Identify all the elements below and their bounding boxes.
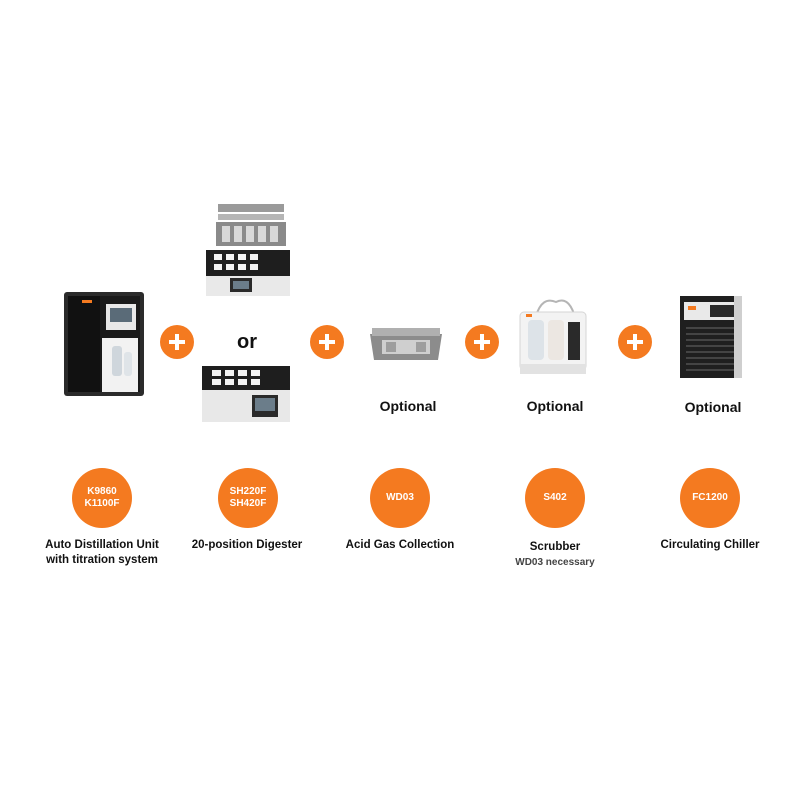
optional-label-fc1200: Optional	[684, 399, 742, 415]
plus-icon	[465, 325, 499, 359]
model-badge-distillation: K9860 K1100F	[72, 468, 132, 528]
caption-acid-gas: Acid Gas Collection	[330, 538, 470, 553]
chiller-image	[676, 292, 746, 382]
model-badge-chiller: FC1200	[680, 468, 740, 528]
caption-line: Auto Distillation Unit	[45, 539, 159, 551]
caption-distillation: Auto Distillation Unit with titration sy…	[20, 538, 184, 568]
model-code: S402	[543, 492, 567, 503]
distillation-unit-image	[62, 290, 148, 400]
model-badge-scrubber: S402	[525, 468, 585, 528]
model-code: FC1200	[692, 492, 728, 503]
caption-line: with titration system	[46, 554, 158, 566]
caption-line: Scrubber	[529, 541, 581, 553]
model-badge-acid-gas: WD03	[370, 468, 430, 528]
caption-note: WD03 necessary	[515, 557, 595, 568]
model-code: K9860	[87, 486, 117, 497]
plus-icon	[160, 325, 194, 359]
model-code: K1100F	[84, 498, 120, 509]
plus-icon	[618, 325, 652, 359]
optional-label-wd03: Optional	[379, 398, 437, 414]
model-code: WD03	[386, 492, 414, 503]
scrubber-image	[512, 292, 592, 380]
plus-icon	[310, 325, 344, 359]
caption-line: 20-position Digester	[191, 539, 303, 551]
caption-chiller: Circulating Chiller	[640, 538, 780, 553]
digester-rack-image	[200, 200, 296, 300]
or-label: or	[237, 331, 257, 353]
optional-label-s402: Optional	[526, 398, 584, 414]
digester-block-image	[198, 362, 294, 426]
caption-line: Circulating Chiller	[660, 539, 760, 551]
acid-gas-collector-image	[366, 318, 446, 368]
caption-line: Acid Gas Collection	[345, 539, 455, 551]
model-code: SH420F	[229, 498, 267, 509]
caption-scrubber: Scrubber WD03 necessary	[485, 540, 625, 570]
model-badge-digester: SH220F SH420F	[218, 468, 278, 528]
caption-digester: 20-position Digester	[174, 538, 320, 553]
model-code: SH220F	[229, 486, 267, 497]
